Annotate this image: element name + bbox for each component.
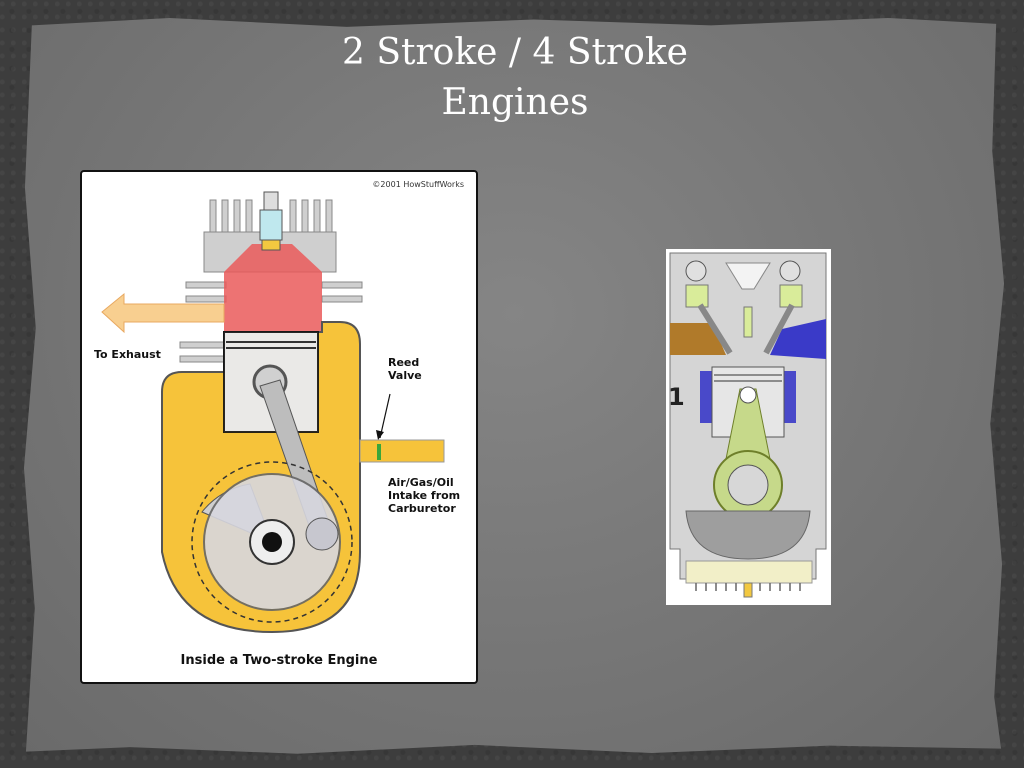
two-stroke-engine-figure: ©2001 HowStuffWorks To Exhaust Reed Valv… (80, 170, 478, 684)
label-reed-valve: Reed Valve (388, 356, 422, 382)
four-stroke-engine-figure: 1 (666, 249, 831, 605)
label-to-exhaust: To Exhaust (94, 348, 161, 361)
counterweight (685, 510, 811, 560)
spark-plug (743, 306, 753, 338)
exhaust-arrow (101, 292, 225, 334)
copyright-notice: ©2001 HowStuffWorks (372, 180, 464, 189)
reed-valve (377, 444, 381, 460)
spark-plug (259, 191, 283, 251)
two-stroke-diagram (101, 191, 445, 634)
intake-pipe (359, 439, 445, 463)
stroke-step-number: 1 (668, 383, 685, 411)
label-intake: Air/Gas/Oil Intake from Carburetor (388, 476, 461, 515)
oil-pan (685, 560, 813, 584)
figure-caption: Inside a Two-stroke Engine (180, 653, 378, 668)
slide-title: 2 Stroke / 4 Stroke Engines (300, 28, 730, 128)
combustion-chamber (224, 244, 322, 332)
crank-path (191, 461, 353, 623)
intake-port (770, 319, 826, 359)
title-line-2: Engines (441, 82, 589, 123)
title-line-1: 2 Stroke / 4 Stroke (342, 32, 688, 73)
exhaust-port (670, 323, 726, 355)
four-stroke-diagram (669, 252, 827, 598)
